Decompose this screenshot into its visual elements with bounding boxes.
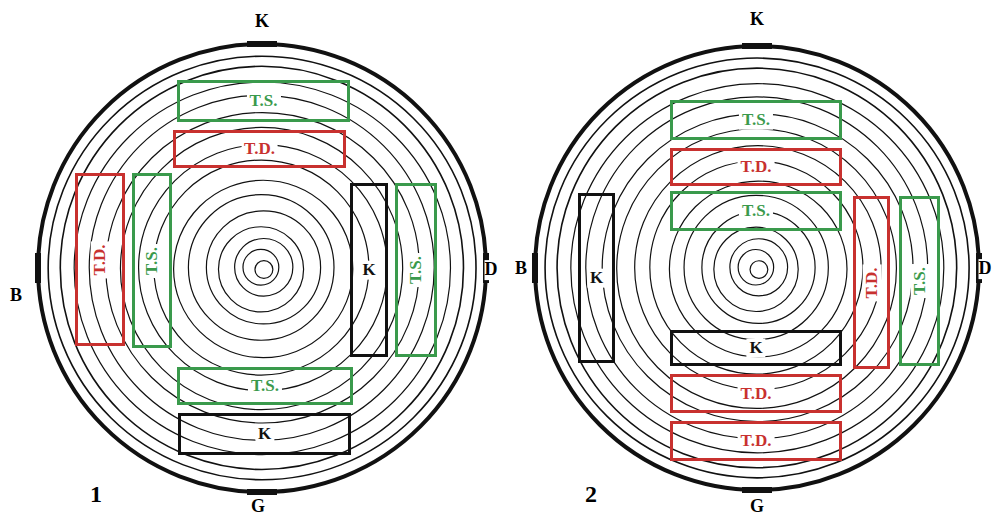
zone-label: T.D. <box>862 264 881 301</box>
growth-ring <box>106 113 420 423</box>
growth-ring <box>60 66 463 469</box>
growth-ring <box>714 227 798 311</box>
wood-zone-box: T.D. <box>670 421 842 461</box>
bark-mark <box>532 253 538 283</box>
zone-label: K <box>746 339 765 358</box>
zone-label: T.S. <box>407 253 426 287</box>
growth-ring <box>571 84 944 453</box>
direction-letter: K <box>255 12 269 32</box>
growth-ring <box>235 238 293 296</box>
direction-letter: G <box>750 497 764 517</box>
zone-label: T.S. <box>143 243 162 277</box>
wood-zone-box: T.S. <box>132 173 172 348</box>
direction-letter: B <box>10 286 22 306</box>
zone-label: T.S. <box>739 202 773 221</box>
wood-zone-box: K <box>178 413 351 455</box>
bark-mark <box>742 43 772 49</box>
wood-zone-box: T.S. <box>177 367 353 405</box>
growth-ring <box>602 114 913 422</box>
growth-ring <box>74 82 450 455</box>
growth-ring <box>586 97 928 439</box>
wood-zone-box: T.D. <box>173 130 346 168</box>
direction-letter: K <box>750 10 764 30</box>
growth-ring <box>188 195 334 341</box>
wood-zone-box: T.D. <box>670 374 842 413</box>
wood-zone-box: T.S. <box>177 80 350 122</box>
growth-ring <box>730 239 788 296</box>
zone-label: T.S. <box>246 92 280 111</box>
zone-label: T.D. <box>91 241 110 278</box>
wood-zone-box: K <box>350 183 388 357</box>
wood-zone-box: T.S. <box>670 100 842 140</box>
zone-label: T.S. <box>248 377 282 396</box>
growth-ring <box>154 160 369 375</box>
bark-mark <box>247 41 277 47</box>
growth-ring <box>139 145 388 391</box>
figure-number: 2 <box>585 481 597 507</box>
growth-ring <box>535 46 979 490</box>
zone-label: T.D. <box>738 158 775 177</box>
wood-zone-box: T.D. <box>670 148 842 186</box>
wood-zone-box: K <box>578 193 615 363</box>
direction-letter: D <box>485 260 498 280</box>
growth-ring <box>243 249 279 285</box>
zone-label: T.D. <box>738 432 775 451</box>
bark-mark <box>742 487 772 493</box>
zone-label: T.D. <box>738 384 775 403</box>
growth-ring <box>635 146 881 390</box>
wood-zone-box: T.S. <box>670 191 842 231</box>
wood-zone-box: T.D. <box>75 173 125 346</box>
growth-ring <box>218 227 303 312</box>
zone-label: T.D. <box>241 140 278 159</box>
growth-ring <box>545 58 969 478</box>
wood-zone-box: T.S. <box>395 183 437 357</box>
growth-ring <box>255 261 273 279</box>
growth-ring <box>750 261 768 279</box>
growth-ring <box>120 127 402 409</box>
zone-label: T.S. <box>739 111 773 130</box>
bark-mark <box>247 489 277 495</box>
direction-letter: B <box>515 259 527 279</box>
zone-label: T.S. <box>910 264 929 298</box>
growth-ring <box>206 211 320 324</box>
wood-zone-box: K <box>670 330 842 366</box>
growth-ring <box>89 95 434 440</box>
growth-ring <box>738 250 774 286</box>
growth-ring <box>557 68 957 468</box>
zone-label: K <box>255 425 274 444</box>
growth-ring <box>684 195 828 339</box>
growth-ring <box>48 56 476 480</box>
figure-number: 1 <box>90 481 102 507</box>
growth-ring <box>174 180 353 357</box>
growth-ring <box>38 44 486 492</box>
zone-label: K <box>359 261 378 280</box>
bark-mark <box>35 253 41 283</box>
wood-zone-box: T.D. <box>853 196 890 369</box>
direction-letter: G <box>251 497 265 517</box>
wood-zone-box: T.S. <box>899 196 940 366</box>
direction-letter: D <box>979 259 992 279</box>
growth-ring <box>617 129 897 409</box>
zone-label: K <box>587 269 606 288</box>
growth-ring <box>650 161 863 374</box>
